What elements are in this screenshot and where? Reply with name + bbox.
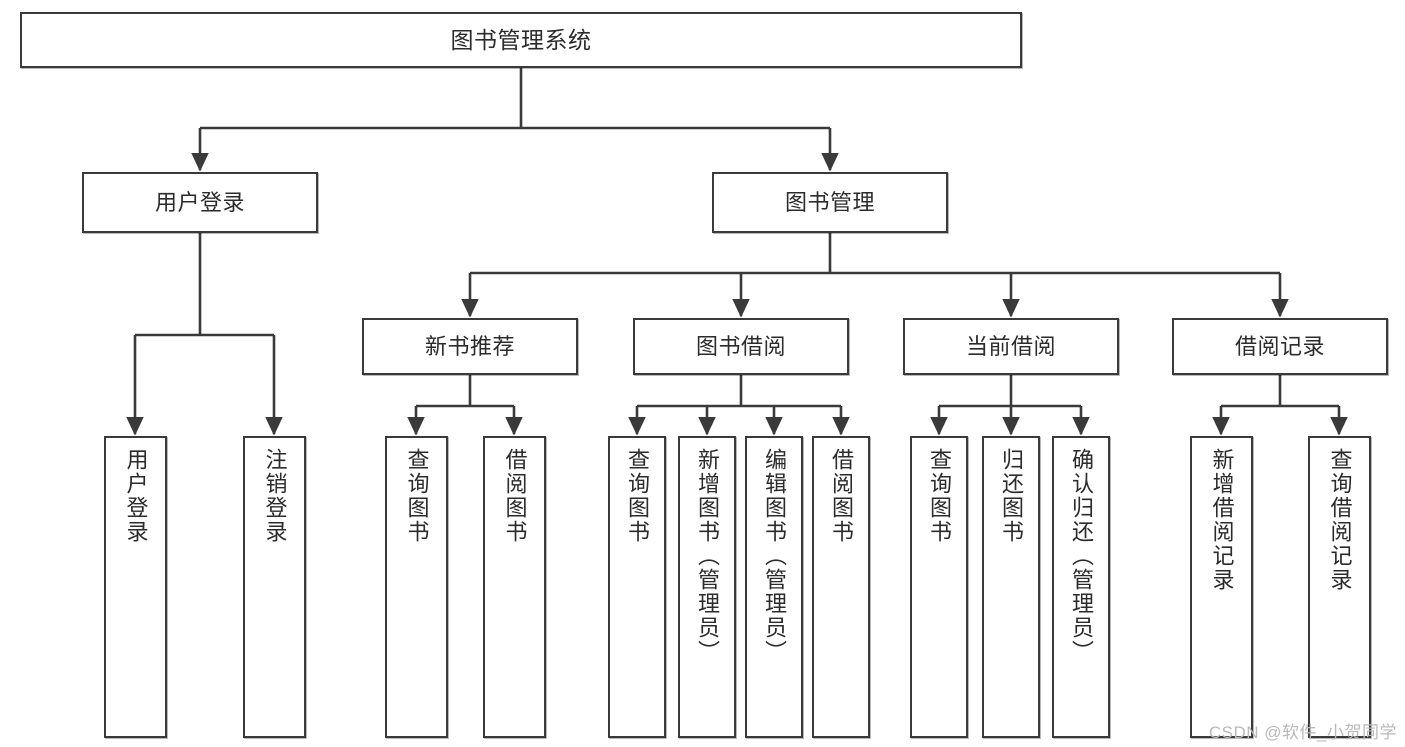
leaf-borrow-book-2-label: 借阅图书: [829, 448, 854, 544]
leaf-query-book-2[interactable]: 查询图书: [608, 436, 666, 738]
node-new-book-rec[interactable]: 新书推荐: [362, 318, 578, 375]
node-book-mgmt[interactable]: 图书管理: [712, 172, 948, 233]
leaf-query-book-1-label: 查询图书: [404, 448, 430, 544]
leaf-confirm-return[interactable]: 确认归还（管理员）: [1052, 436, 1110, 738]
node-root-label: 图书管理系统: [450, 26, 592, 53]
node-root[interactable]: 图书管理系统: [20, 12, 1022, 68]
leaf-return-book[interactable]: 归还图书: [982, 436, 1040, 738]
node-borrow-record-label: 借阅记录: [1234, 333, 1325, 359]
leaf-add-record[interactable]: 新增借阅记录: [1190, 436, 1253, 738]
leaf-query-book-1[interactable]: 查询图书: [385, 436, 448, 738]
node-borrow-record[interactable]: 借阅记录: [1172, 318, 1388, 375]
node-book-borrow[interactable]: 图书借阅: [633, 318, 849, 375]
node-new-book-rec-label: 新书推荐: [424, 333, 515, 359]
leaf-user-login-label: 用户登录: [123, 448, 149, 544]
leaf-add-record-label: 新增借阅记录: [1209, 448, 1235, 592]
node-user-login[interactable]: 用户登录: [82, 172, 318, 233]
leaf-borrow-book-1[interactable]: 借阅图书: [483, 436, 546, 738]
leaf-borrow-book-1-label: 借阅图书: [502, 448, 528, 544]
leaf-query-record[interactable]: 查询借阅记录: [1308, 436, 1371, 738]
node-book-mgmt-label: 图书管理: [784, 189, 875, 215]
csdn-watermark: CSDN @软件_小贺同学: [1208, 723, 1397, 742]
leaf-confirm-return-label: 确认归还（管理员）: [1069, 448, 1094, 664]
leaf-query-book-2-label: 查询图书: [625, 448, 650, 544]
leaf-user-logout-label: 注销登录: [262, 448, 288, 544]
leaf-edit-book[interactable]: 编辑图书（管理员）: [745, 436, 803, 738]
leaf-query-record-label: 查询借阅记录: [1327, 448, 1353, 592]
node-current-borrow[interactable]: 当前借阅: [903, 318, 1119, 375]
node-current-borrow-label: 当前借阅: [965, 333, 1056, 359]
leaf-add-book-label: 新增图书（管理员）: [695, 448, 720, 664]
leaf-query-book-3-label: 查询图书: [927, 448, 952, 544]
node-book-borrow-label: 图书借阅: [695, 333, 786, 359]
node-user-login-label: 用户登录: [154, 189, 245, 215]
leaf-query-book-3[interactable]: 查询图书: [910, 436, 968, 738]
leaf-user-logout[interactable]: 注销登录: [243, 436, 306, 738]
leaf-borrow-book-2[interactable]: 借阅图书: [812, 436, 870, 738]
leaf-user-login[interactable]: 用户登录: [104, 436, 167, 738]
leaf-add-book[interactable]: 新增图书（管理员）: [678, 436, 736, 738]
leaf-edit-book-label: 编辑图书（管理员）: [762, 448, 787, 664]
leaf-return-book-label: 归还图书: [999, 448, 1024, 544]
